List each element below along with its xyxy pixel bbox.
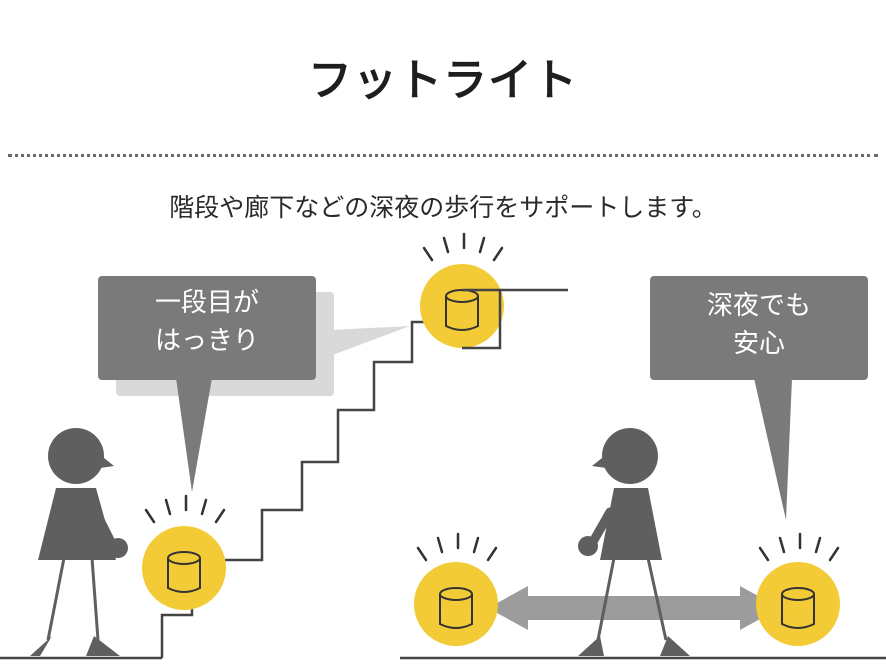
person-right [578, 428, 690, 656]
footlight-stairs-top [420, 232, 504, 350]
bubble-left-line1: 一段目が [154, 288, 259, 318]
person-left [30, 428, 128, 656]
speech-bubble-left [98, 276, 410, 492]
footlight-corridor-left [414, 532, 498, 646]
speech-bubble-right [650, 276, 868, 520]
bubble-left-text: 一段目が はっきり [98, 284, 316, 360]
subtitle: 階段や廊下などの深夜の歩行をサポートします。 [169, 193, 717, 222]
page-title: フットライト [308, 55, 578, 106]
double-arrow [488, 586, 780, 630]
dotted-divider [8, 154, 878, 157]
bubble-right-line2: 安心 [732, 329, 785, 359]
footlight-corridor-right [756, 532, 840, 646]
footlight-stairs-bottom [142, 494, 226, 610]
bubble-right-line1: 深夜でも [706, 291, 811, 321]
bubble-left-line2: はっきり [154, 326, 259, 356]
bubble-right-text: 深夜でも 安心 [650, 287, 868, 363]
